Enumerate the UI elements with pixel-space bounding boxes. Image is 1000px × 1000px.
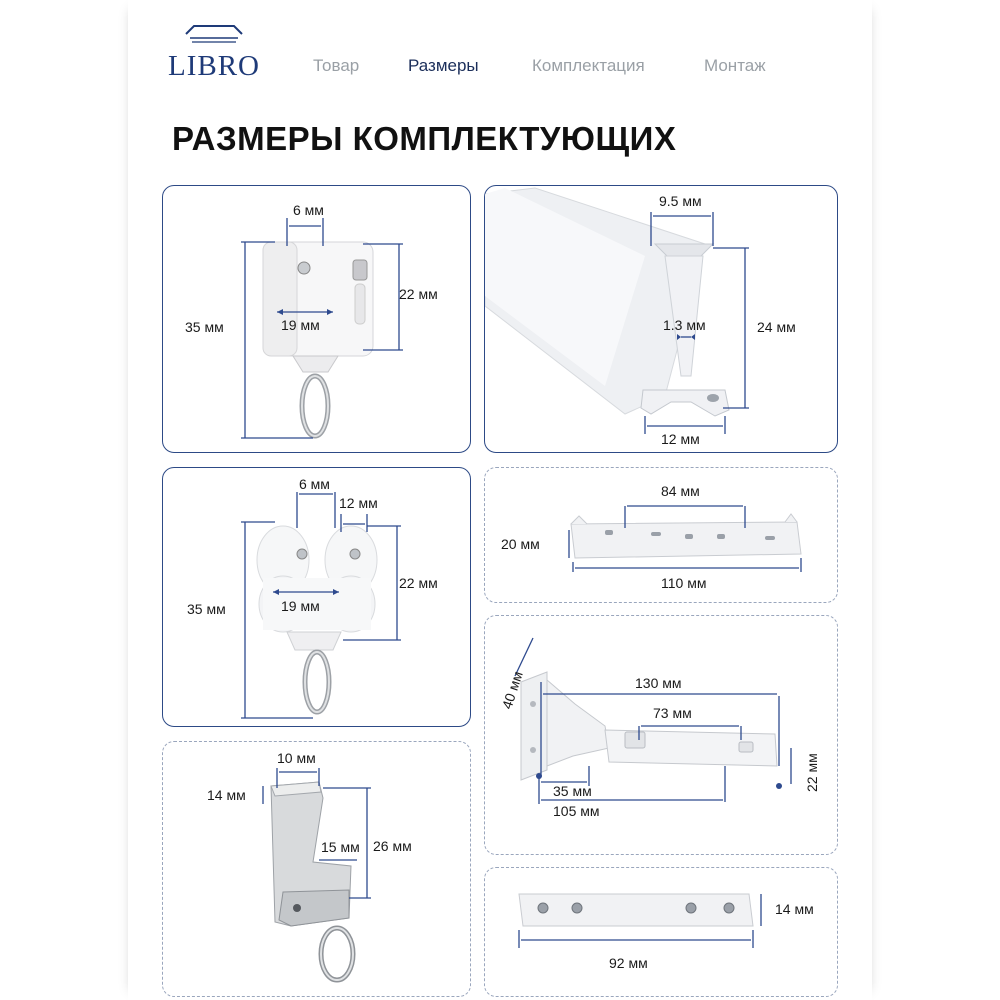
bracket-image bbox=[520, 671, 778, 781]
dim-height-26: 26 мм bbox=[373, 838, 412, 854]
nav-item-product[interactable]: Товар bbox=[313, 56, 360, 75]
dimension-lines bbox=[518, 894, 762, 948]
dimension-lines bbox=[241, 492, 401, 719]
card-connector: 14 мм 92 мм bbox=[484, 867, 838, 997]
dim-width-12: 12 мм bbox=[661, 431, 700, 447]
dim-height-35: 35 мм bbox=[185, 319, 224, 335]
dim-height-20: 20 мм bbox=[501, 536, 540, 552]
dim-height-22: 22 мм bbox=[399, 575, 438, 591]
dimension-lines bbox=[262, 768, 371, 899]
nav-item-sizes[interactable]: Размеры bbox=[408, 56, 479, 75]
runner-single-figure: 6 мм 22 мм 19 мм 35 мм bbox=[185, 202, 438, 439]
nav-item-contents[interactable]: Комплектация bbox=[532, 56, 645, 75]
dim-height-24: 24 мм bbox=[757, 319, 796, 335]
dim-height-14: 14 мм bbox=[207, 787, 246, 803]
dim-height-22: 22 мм bbox=[804, 753, 820, 792]
card-runner-double: 6 мм 12 мм 22 мм 19 мм 35 мм bbox=[162, 467, 471, 727]
dimension-lines bbox=[514, 637, 792, 804]
dim-width-6: 6 мм bbox=[299, 476, 330, 492]
dim-width-19: 19 мм bbox=[281, 598, 320, 614]
dimension-lines bbox=[241, 218, 403, 439]
card-plate: 84 мм 20 мм 110 мм bbox=[484, 467, 838, 603]
connector-image bbox=[518, 893, 754, 927]
dimension-lines bbox=[644, 212, 749, 434]
dim-width-130: 130 мм bbox=[635, 675, 682, 691]
dim-width-35: 35 мм bbox=[553, 783, 592, 799]
runner-double-figure: 6 мм 12 мм 22 мм 19 мм 35 мм bbox=[187, 476, 438, 719]
dim-width-92: 92 мм bbox=[609, 955, 648, 971]
dim-thickness-1-3: 1.3 мм bbox=[663, 317, 706, 333]
page-title: РАЗМЕРЫ КОМПЛЕКТУЮЩИХ bbox=[172, 120, 677, 157]
dim-height-35: 35 мм bbox=[187, 601, 226, 617]
card-hook: 10 мм 14 мм 15 мм 26 мм bbox=[162, 741, 471, 997]
dim-width-110: 110 мм bbox=[661, 575, 706, 591]
brand-name: LIBRO bbox=[168, 50, 260, 82]
runner-single-image bbox=[262, 241, 374, 439]
dimension-lines bbox=[568, 505, 802, 572]
profile-image bbox=[485, 187, 730, 417]
dim-width-84: 84 мм bbox=[661, 483, 700, 499]
dim-width-10: 10 мм bbox=[277, 750, 316, 766]
card-profile: 9.5 мм 1.3 мм 24 мм 12 мм bbox=[484, 185, 838, 453]
card-bracket: 40 мм 130 мм 73 мм 22 мм 35 мм 105 мм bbox=[484, 615, 838, 855]
runner-double-image bbox=[256, 525, 378, 715]
dim-width-15: 15 мм bbox=[321, 839, 360, 855]
hook-image bbox=[270, 781, 356, 983]
brand-logo[interactable]: LIBRO bbox=[168, 22, 260, 82]
profile-figure: 9.5 мм 1.3 мм 24 мм 12 мм bbox=[485, 187, 796, 447]
hook-figure: 10 мм 14 мм 15 мм 26 мм bbox=[207, 750, 412, 983]
plate-figure: 84 мм 20 мм 110 мм bbox=[501, 483, 802, 591]
card-runner-single: 6 мм 22 мм 19 мм 35 мм bbox=[162, 185, 471, 453]
dim-width-12: 12 мм bbox=[339, 495, 378, 511]
dim-width-6: 6 мм bbox=[293, 202, 324, 218]
connector-figure: 14 мм 92 мм bbox=[518, 893, 814, 971]
dim-width-9-5: 9.5 мм bbox=[659, 193, 702, 209]
dim-height-14: 14 мм bbox=[775, 901, 814, 917]
bracket-figure: 40 мм 130 мм 73 мм 22 мм 35 мм 105 мм bbox=[499, 637, 820, 819]
dim-width-105: 105 мм bbox=[553, 803, 600, 819]
dim-width-19: 19 мм bbox=[281, 317, 320, 333]
plate-image bbox=[570, 513, 802, 559]
page-background bbox=[128, 0, 872, 1000]
dim-width-73: 73 мм bbox=[653, 705, 692, 721]
nav-item-mounting[interactable]: Монтаж bbox=[704, 56, 766, 75]
dim-height-22: 22 мм bbox=[399, 286, 438, 302]
logo-roof-icon bbox=[185, 25, 243, 43]
